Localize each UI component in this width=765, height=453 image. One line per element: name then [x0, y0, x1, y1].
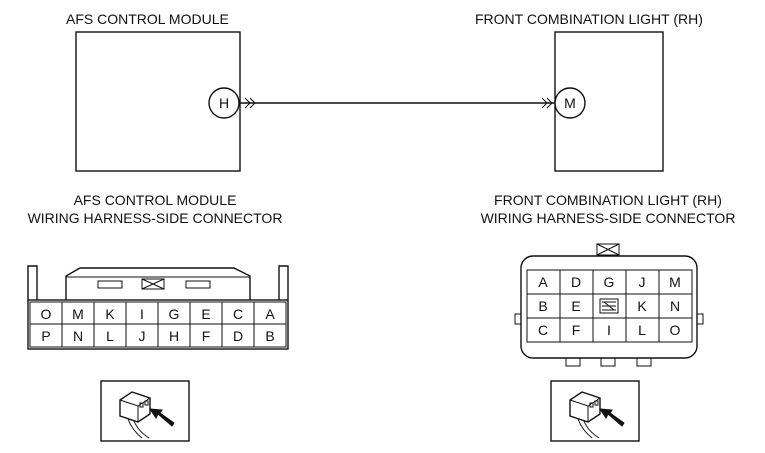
left-pin-b: B	[265, 328, 274, 344]
right-harness-view-icon	[550, 380, 640, 442]
left-connector-title-2: WIRING HARNESS-SIDE CONNECTOR	[28, 210, 283, 226]
left-pin-n: N	[73, 328, 83, 344]
left-pin-a: A	[265, 306, 275, 322]
left-pin-d: D	[233, 328, 243, 344]
left-pin-g: G	[169, 306, 180, 322]
right-pin-g: G	[604, 274, 615, 290]
left-pin-l: L	[106, 328, 114, 344]
right-pin-f: F	[572, 322, 581, 338]
light-harness-connector: A D G J M B E K N C F I L O	[514, 243, 704, 367]
afs-module-title: AFS CONTROL MODULE	[66, 11, 229, 27]
right-pin-b: B	[538, 298, 547, 314]
wire-h-to-m	[239, 97, 555, 109]
left-connector-title-1: AFS CONTROL MODULE	[74, 192, 237, 208]
right-pin-c: C	[538, 322, 548, 338]
right-pin-i: I	[607, 322, 611, 338]
right-pin-n: N	[670, 298, 680, 314]
left-pin-e: E	[201, 306, 210, 322]
right-pin-o: O	[670, 322, 681, 338]
light-terminal-label: M	[564, 95, 576, 111]
left-harness-view-icon	[100, 380, 190, 442]
afs-terminal-h: H	[208, 87, 240, 119]
afs-harness-connector: O M K I G E C A P N L J H F D B	[27, 265, 289, 350]
left-pin-k: K	[105, 306, 115, 322]
left-pin-i: I	[140, 306, 144, 322]
right-pin-a: A	[538, 274, 548, 290]
afs-module-box	[75, 31, 241, 172]
right-pin-d: D	[571, 274, 581, 290]
right-pin-l: L	[638, 322, 646, 338]
left-pin-o: O	[41, 306, 52, 322]
right-connector-title-2: WIRING HARNESS-SIDE CONNECTOR	[481, 210, 736, 226]
front-light-title: FRONT COMBINATION LIGHT (RH)	[475, 11, 703, 27]
left-pin-m: M	[72, 306, 84, 322]
left-pin-p: P	[41, 328, 50, 344]
right-pin-k: K	[637, 298, 647, 314]
left-pin-f: F	[202, 328, 211, 344]
afs-terminal-label: H	[219, 95, 229, 111]
right-pin-j: J	[639, 274, 646, 290]
left-pin-h: H	[169, 328, 179, 344]
blank-cavity-symbol	[599, 298, 619, 314]
right-pin-e: E	[571, 298, 580, 314]
left-pin-j: J	[139, 328, 146, 344]
light-terminal-m: M	[554, 87, 586, 119]
right-connector-title-1: FRONT COMBINATION LIGHT (RH)	[494, 192, 722, 208]
left-pin-c: C	[233, 306, 243, 322]
right-pin-m: M	[669, 274, 681, 290]
